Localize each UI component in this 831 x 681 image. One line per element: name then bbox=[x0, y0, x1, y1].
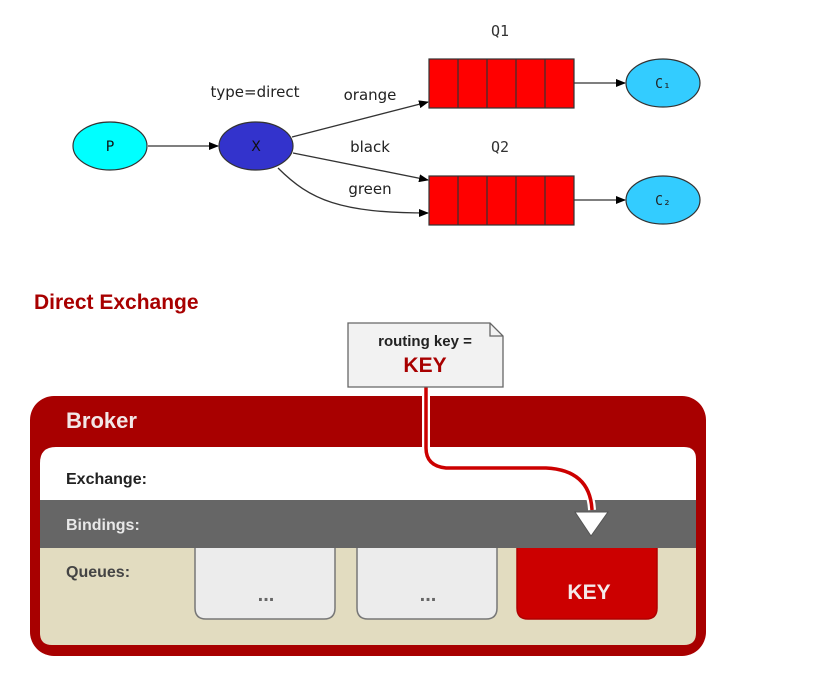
consumer-label-c1: C₁ bbox=[655, 77, 671, 92]
message-routing-key-label: routing key = bbox=[378, 333, 472, 350]
bindings-row-label: Bindings: bbox=[66, 517, 140, 534]
consumer-node-c2 bbox=[625, 175, 701, 225]
queue-label-q2: Q2 bbox=[491, 138, 509, 156]
queue-box-key: KEY bbox=[516, 539, 658, 620]
exchange-row bbox=[40, 447, 696, 500]
queue-q2 bbox=[428, 175, 575, 226]
binding-label-orange: orange bbox=[344, 86, 397, 104]
queue-box-key-label: KEY bbox=[567, 581, 610, 604]
queue-box-1-label: ... bbox=[258, 584, 275, 606]
note-fold-icon bbox=[489, 323, 503, 337]
exchange-node bbox=[218, 121, 294, 171]
exchange-type-label: type=direct bbox=[211, 83, 300, 101]
section-title: Direct Exchange bbox=[34, 291, 199, 314]
queue-q1 bbox=[428, 58, 575, 109]
queue-label-q1: Q1 bbox=[491, 22, 509, 40]
binding-label-green: green bbox=[348, 180, 391, 198]
exchange-row-label: Exchange: bbox=[66, 471, 147, 488]
producer-label: P bbox=[106, 139, 114, 155]
queue-box-2: ... bbox=[356, 539, 498, 620]
message-note: routing key = KEY bbox=[347, 322, 504, 388]
top-routing-diagram: P X type=direct orange black green Q1 Q2 bbox=[72, 22, 701, 226]
message-routing-key-value: KEY bbox=[403, 354, 446, 377]
producer-node bbox=[72, 121, 148, 171]
broker-label: Broker bbox=[66, 408, 137, 433]
routing-path bbox=[424, 385, 594, 511]
consumer-node-c1 bbox=[625, 58, 701, 108]
edge-black bbox=[292, 152, 429, 183]
queue-box-2-label: ... bbox=[420, 584, 437, 606]
exchange-label: X bbox=[251, 139, 261, 155]
binding-arrow-icon bbox=[574, 511, 609, 537]
binding-label-black: black bbox=[350, 138, 390, 156]
edge-orange bbox=[291, 100, 429, 138]
edge-green bbox=[277, 167, 429, 217]
queues-row-label: Queues: bbox=[66, 564, 130, 581]
consumer-label-c2: C₂ bbox=[655, 194, 671, 209]
direct-exchange-diagram: Direct Exchange Broker Exchange: Queues:… bbox=[30, 291, 706, 656]
queue-box-1: ... bbox=[194, 539, 336, 620]
